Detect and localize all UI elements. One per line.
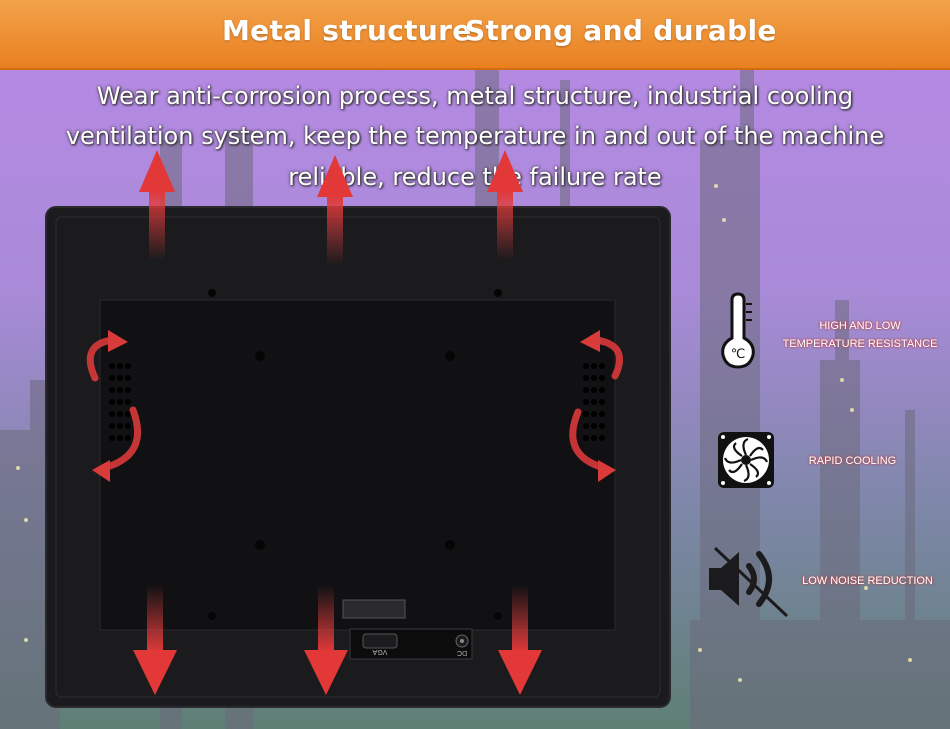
- right-vent: [583, 363, 605, 441]
- airflow-up-arrows: [139, 150, 523, 265]
- svg-text:℃: ℃: [731, 347, 746, 362]
- fan-icon: [718, 432, 774, 488]
- vga-port-label: VGA: [372, 648, 387, 655]
- mute-speaker-icon: [709, 546, 789, 618]
- headline-line-2: ventilation system, keep the temperature…: [65, 122, 885, 150]
- banner-title-left: Metal structure: [222, 14, 472, 47]
- headline-line-1: Wear anti-corrosion process, metal struc…: [96, 82, 854, 110]
- thermometer-icon: ℃: [721, 292, 755, 369]
- feature-label-cooling: RAPID COOLING: [808, 455, 897, 467]
- back-plate: [99, 299, 616, 631]
- banner-title-right: Strong and durable: [465, 14, 777, 47]
- top-banner: Metal structure Strong and durable: [0, 0, 950, 70]
- airflow-down-arrows: [133, 585, 542, 695]
- feature-label-temperature: HIGH AND LOW TEMPERATURE RESISTANCE: [782, 320, 938, 350]
- dc-port-label: DC: [457, 649, 467, 656]
- headline-line-3: reliable, reduce the failure rate: [288, 163, 662, 191]
- circulation-arrows: [86, 336, 623, 472]
- vga-connector: [342, 599, 406, 619]
- left-vent: [109, 363, 131, 441]
- feature-label-noise: LOW NOISE REDUCTION: [802, 575, 933, 587]
